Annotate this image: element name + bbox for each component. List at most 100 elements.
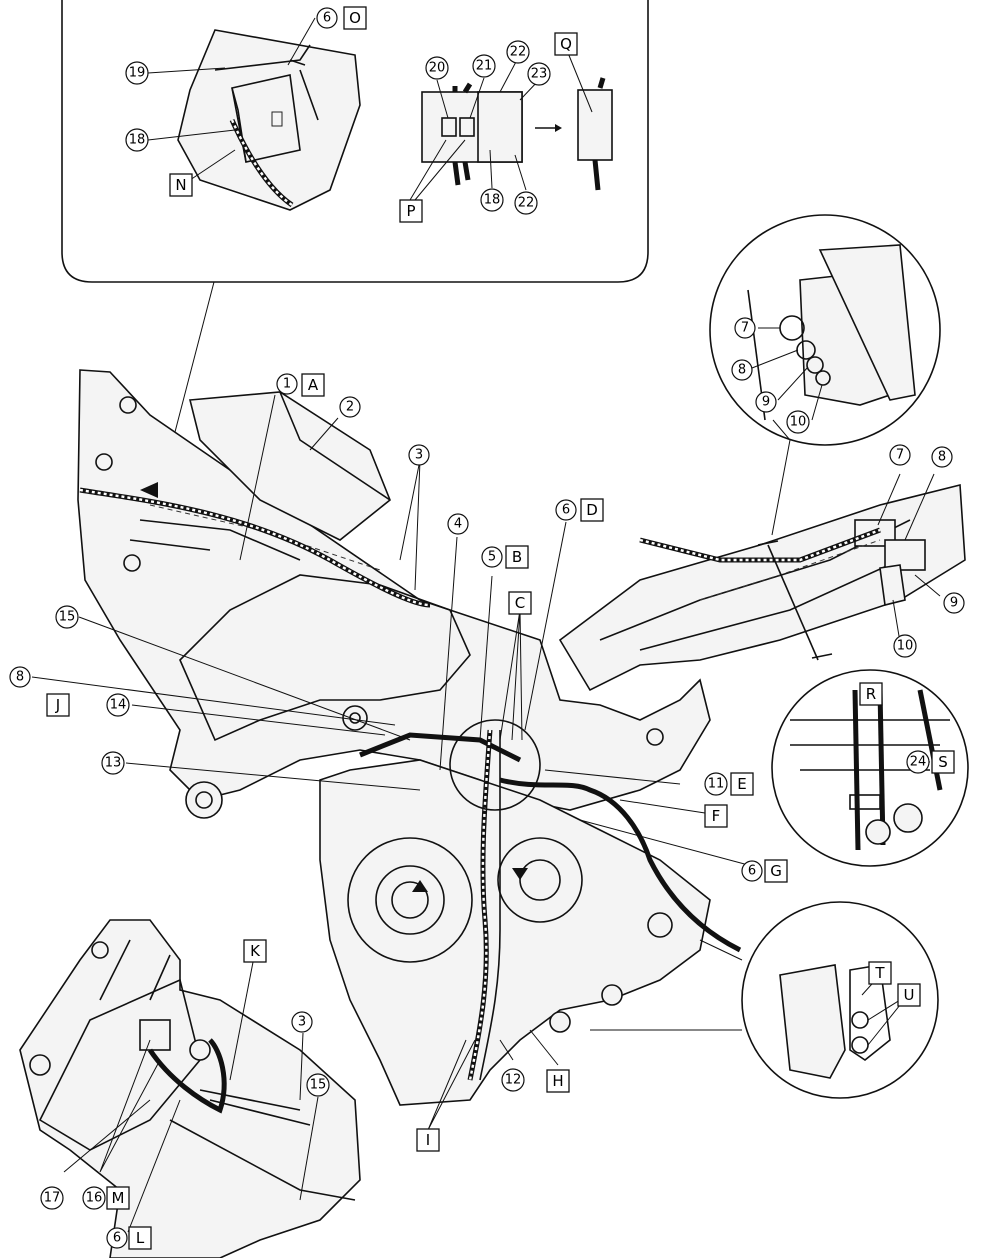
svg-text:16: 16 xyxy=(86,1191,103,1206)
svg-text:C: C xyxy=(515,594,525,612)
svg-text:10: 10 xyxy=(897,639,914,654)
callout-15-bottom: 15 xyxy=(306,1073,330,1097)
label-C: C xyxy=(508,591,532,615)
svg-text:7: 7 xyxy=(896,448,904,463)
callout-19: 19 xyxy=(125,61,149,85)
callout-18-left: 18 xyxy=(125,128,149,152)
callout-9-main: 9 xyxy=(943,592,965,614)
generator-cover xyxy=(497,837,583,923)
label-N: N xyxy=(169,173,193,197)
svg-text:17: 17 xyxy=(44,1191,61,1206)
svg-text:K: K xyxy=(250,942,261,960)
label-J: J xyxy=(46,693,70,717)
callout-6-l: 6 xyxy=(106,1227,128,1249)
label-B: B xyxy=(505,545,529,569)
svg-text:R: R xyxy=(866,685,876,703)
callout-numbers: 6 19 18 20 21 22 23 18 22 1 2 3 4 5 6 15… xyxy=(9,7,965,1249)
label-I: I xyxy=(416,1128,440,1152)
callout-6-g: 6 xyxy=(741,860,763,882)
svg-text:4: 4 xyxy=(454,517,462,532)
svg-text:I: I xyxy=(426,1131,430,1149)
callout-6-d: 6 xyxy=(555,499,577,521)
callout-21: 21 xyxy=(472,54,496,78)
label-A: A xyxy=(301,373,325,397)
svg-text:15: 15 xyxy=(310,1078,327,1093)
svg-text:E: E xyxy=(737,775,746,793)
callout-4: 4 xyxy=(447,513,469,535)
main-harness-upper xyxy=(79,487,431,608)
svg-text:T: T xyxy=(874,964,885,982)
label-R: R xyxy=(859,682,883,706)
top-detail-panel xyxy=(61,0,649,283)
callout-17: 17 xyxy=(40,1186,64,1210)
svg-text:H: H xyxy=(552,1072,563,1090)
callout-15-left: 15 xyxy=(55,605,79,629)
callout-20: 20 xyxy=(425,56,449,80)
svg-text:2: 2 xyxy=(346,400,354,415)
svg-text:13: 13 xyxy=(105,756,122,771)
svg-text:21: 21 xyxy=(476,59,493,74)
svg-text:24: 24 xyxy=(910,755,927,770)
label-E: E xyxy=(730,772,754,796)
callout-14: 14 xyxy=(106,693,130,717)
svg-text:22: 22 xyxy=(510,45,527,60)
svg-text:G: G xyxy=(770,862,782,880)
callout-1: 1 xyxy=(276,373,298,395)
label-H: H xyxy=(546,1069,570,1093)
callout-10-main: 10 xyxy=(893,634,917,658)
callout-6-top: 6 xyxy=(316,7,338,29)
callout-2: 2 xyxy=(339,396,361,418)
svg-text:23: 23 xyxy=(531,67,548,82)
svg-text:6: 6 xyxy=(748,864,756,879)
label-S: S xyxy=(931,750,955,774)
callout-13: 13 xyxy=(101,751,125,775)
clutch-cover xyxy=(347,837,473,963)
callout-3-bottom: 3 xyxy=(291,1011,313,1033)
svg-text:18: 18 xyxy=(484,193,501,208)
letter-labels: O N P Q A B C D J E F G H I K M L R S T … xyxy=(46,6,955,1250)
svg-text:9: 9 xyxy=(950,596,958,611)
svg-text:O: O xyxy=(349,9,361,27)
callout-9-detail: 9 xyxy=(755,391,777,413)
svg-text:6: 6 xyxy=(562,503,570,518)
callout-8-detail: 8 xyxy=(731,359,753,381)
svg-text:15: 15 xyxy=(59,610,76,625)
callout-5: 5 xyxy=(481,546,503,568)
label-D: D xyxy=(580,498,604,522)
callout-8-main: 8 xyxy=(931,446,953,468)
svg-text:3: 3 xyxy=(298,1015,306,1030)
callout-7-detail: 7 xyxy=(734,317,756,339)
svg-text:8: 8 xyxy=(16,670,24,685)
label-T: T xyxy=(868,961,892,985)
svg-text:U: U xyxy=(904,986,915,1004)
callout-10-detail: 10 xyxy=(786,410,810,434)
callout-7-main: 7 xyxy=(889,444,911,466)
svg-text:18: 18 xyxy=(129,133,146,148)
svg-text:9: 9 xyxy=(762,395,770,410)
svg-text:M: M xyxy=(112,1189,125,1207)
svg-text:3: 3 xyxy=(415,448,423,463)
callout-24: 24 xyxy=(906,750,930,774)
label-L: L xyxy=(128,1226,152,1250)
label-M: M xyxy=(106,1186,130,1210)
harness-detail-ring xyxy=(449,719,541,811)
svg-text:B: B xyxy=(512,548,522,566)
svg-text:14: 14 xyxy=(110,698,127,713)
svg-text:D: D xyxy=(586,501,598,519)
svg-text:S: S xyxy=(938,753,948,771)
svg-text:7: 7 xyxy=(741,321,749,336)
svg-text:L: L xyxy=(136,1229,145,1247)
battery-area-drawing xyxy=(177,29,361,211)
label-O: O xyxy=(343,6,367,30)
label-K: K xyxy=(243,939,267,963)
svg-text:J: J xyxy=(55,696,60,714)
svg-text:8: 8 xyxy=(938,450,946,465)
svg-text:1: 1 xyxy=(283,377,291,392)
svg-text:8: 8 xyxy=(738,363,746,378)
svg-text:F: F xyxy=(712,807,721,825)
callout-3-top: 3 xyxy=(408,444,430,466)
harness-to-shift xyxy=(499,777,742,953)
svg-text:N: N xyxy=(175,176,186,194)
callout-22-top: 22 xyxy=(506,40,530,64)
callout-22-bottom: 22 xyxy=(514,191,538,215)
